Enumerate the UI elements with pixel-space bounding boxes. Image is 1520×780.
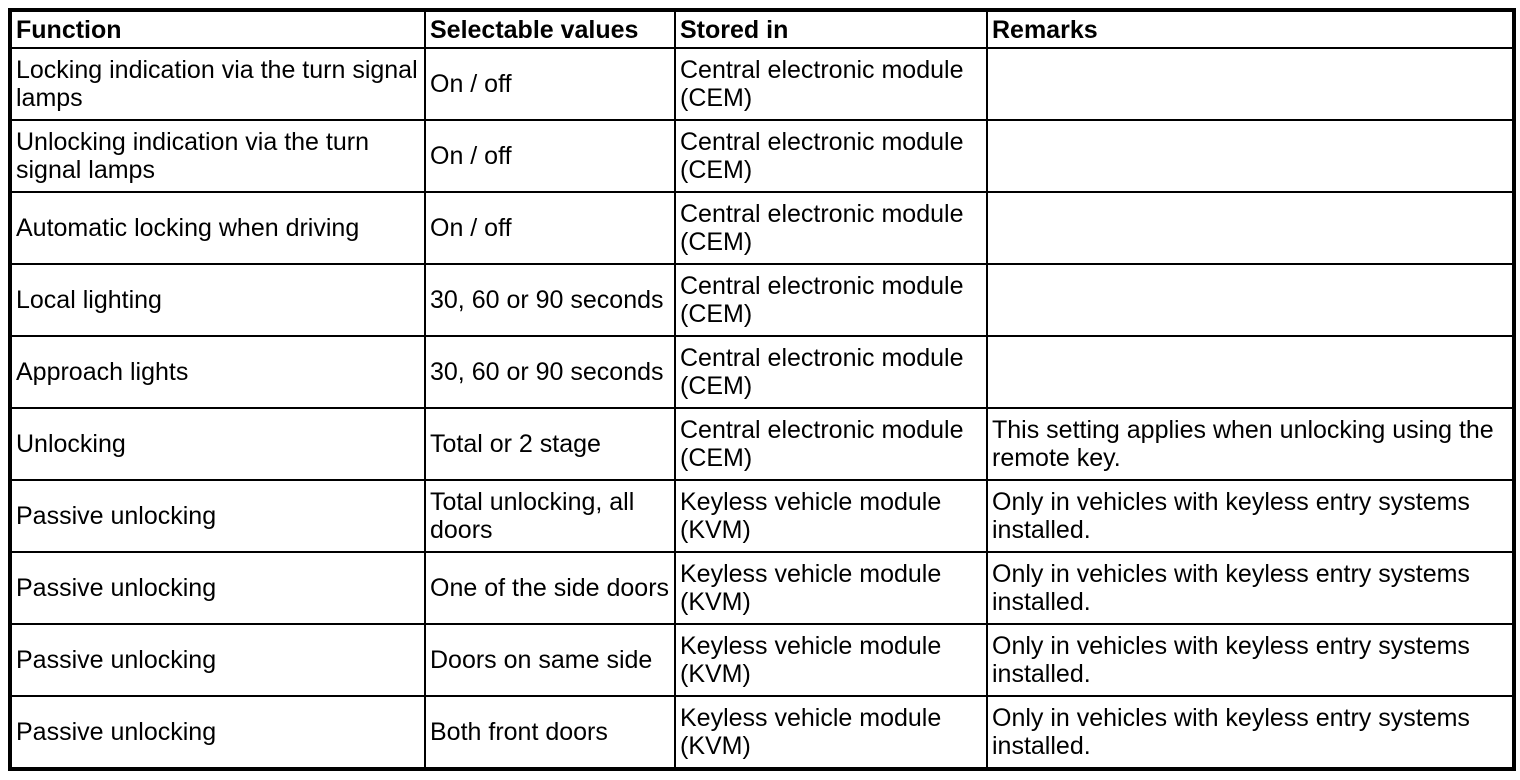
cell-stored-in: Central electronic module (CEM) [674,47,988,121]
cell-selectable-values: 30, 60 or 90 seconds [424,335,676,409]
cell-function: Passive unlocking [9,695,426,770]
cell-selectable-values: On / off [424,191,676,265]
cell-selectable-values: Doors on same side [424,623,676,697]
table-row: Passive unlocking Both front doors Keyle… [9,695,1515,770]
table-row: Passive unlocking Doors on same side Key… [9,623,1515,697]
cell-selectable-values: On / off [424,119,676,193]
cell-function: Locking indication via the turn signal l… [9,47,426,121]
cell-remarks: Only in vehicles with keyless entry syst… [986,479,1515,553]
table-row: Locking indication via the turn signal l… [9,47,1515,121]
cell-selectable-values: 30, 60 or 90 seconds [424,263,676,337]
cell-selectable-values: One of the side doors [424,551,676,625]
cell-function: Approach lights [9,335,426,409]
cell-remarks: Only in vehicles with keyless entry syst… [986,551,1515,625]
cell-remarks: Only in vehicles with keyless entry syst… [986,623,1515,697]
column-header-function: Function [9,9,426,49]
cell-selectable-values: Total unlocking, all doors [424,479,676,553]
cell-function: Unlocking [9,407,426,481]
cell-selectable-values: Both front doors [424,695,676,770]
cell-function: Local lighting [9,263,426,337]
cell-function: Unlocking indication via the turn signal… [9,119,426,193]
cell-remarks [986,191,1515,265]
cell-stored-in: Central electronic module (CEM) [674,263,988,337]
column-header-remarks: Remarks [986,9,1515,49]
cell-stored-in: Keyless vehicle module (KVM) [674,623,988,697]
table-row: Unlocking indication via the turn signal… [9,119,1515,193]
cell-selectable-values: On / off [424,47,676,121]
cell-function: Passive unlocking [9,623,426,697]
cell-function: Automatic locking when driving [9,191,426,265]
table-row: Passive unlocking One of the side doors … [9,551,1515,625]
header-row: Function Selectable values Stored in Rem… [9,9,1515,49]
cell-remarks [986,335,1515,409]
cell-remarks: This setting applies when unlocking usin… [986,407,1515,481]
cell-stored-in: Central electronic module (CEM) [674,335,988,409]
cell-stored-in: Keyless vehicle module (KVM) [674,551,988,625]
cell-remarks [986,47,1515,121]
cell-stored-in: Central electronic module (CEM) [674,119,988,193]
cell-function: Passive unlocking [9,551,426,625]
column-header-stored-in: Stored in [674,9,988,49]
cell-stored-in: Keyless vehicle module (KVM) [674,695,988,770]
table-row: Approach lights 30, 60 or 90 seconds Cen… [9,335,1515,409]
vehicle-settings-table: Function Selectable values Stored in Rem… [8,8,1516,771]
table-row: Unlocking Total or 2 stage Central elect… [9,407,1515,481]
table-row: Passive unlocking Total unlocking, all d… [9,479,1515,553]
cell-stored-in: Keyless vehicle module (KVM) [674,479,988,553]
cell-remarks [986,263,1515,337]
cell-remarks [986,119,1515,193]
cell-stored-in: Central electronic module (CEM) [674,191,988,265]
table-row: Automatic locking when driving On / off … [9,191,1515,265]
cell-selectable-values: Total or 2 stage [424,407,676,481]
column-header-selectable-values: Selectable values [424,9,676,49]
cell-function: Passive unlocking [9,479,426,553]
table-body: Locking indication via the turn signal l… [9,47,1515,770]
table-row: Local lighting 30, 60 or 90 seconds Cent… [9,263,1515,337]
cell-stored-in: Central electronic module (CEM) [674,407,988,481]
cell-remarks: Only in vehicles with keyless entry syst… [986,695,1515,770]
